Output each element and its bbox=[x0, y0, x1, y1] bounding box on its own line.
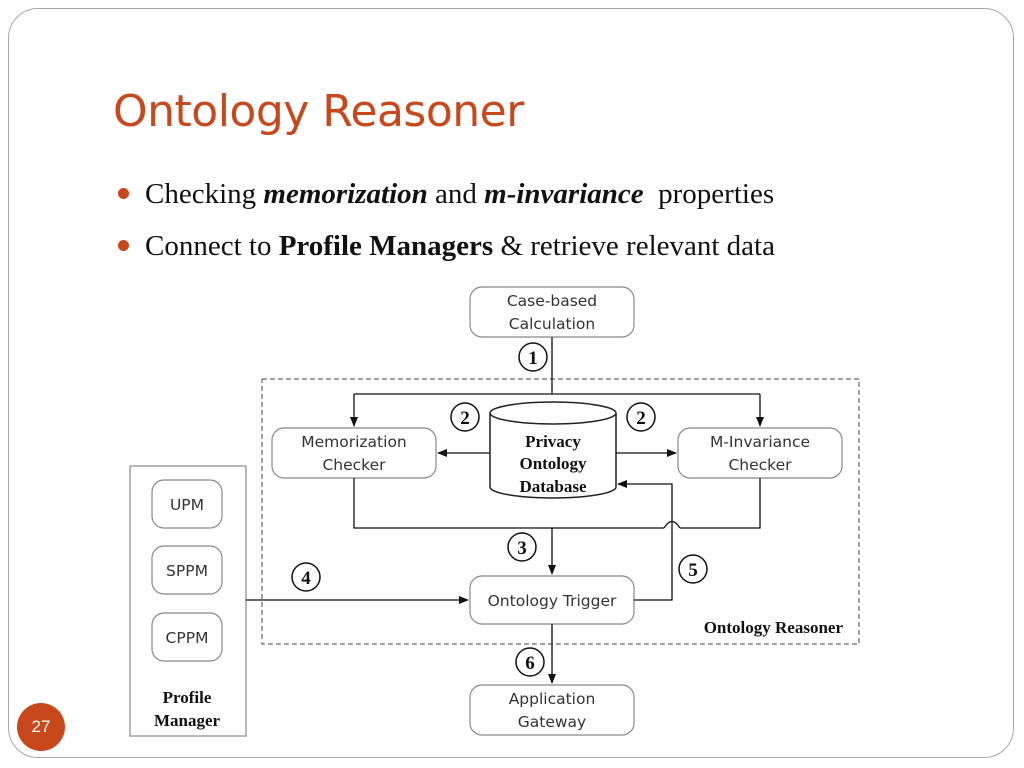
node-label: Privacy bbox=[525, 432, 581, 451]
connector-line bbox=[680, 478, 761, 529]
node-label: Checker bbox=[728, 456, 792, 474]
profile-item-sppm: SPPM bbox=[151, 545, 223, 595]
step-badge-2-left: 2 bbox=[450, 402, 480, 432]
privacy-ontology-database-node: Privacy Ontology Database bbox=[489, 401, 617, 499]
step-number: 2 bbox=[460, 408, 470, 429]
case-based-calculation-node: Case-based Calculation bbox=[469, 286, 635, 338]
node-label: M-Invariance bbox=[710, 433, 810, 451]
node-label: Gateway bbox=[518, 713, 586, 731]
bullet-emphasis: memorization bbox=[263, 178, 428, 210]
bullet-text: properties bbox=[643, 178, 775, 210]
reasoner-container bbox=[261, 378, 860, 645]
step-number: 1 bbox=[528, 348, 538, 369]
connector-line bbox=[353, 478, 664, 529]
node-label: Ontology Trigger bbox=[488, 592, 617, 610]
step-number: 3 bbox=[517, 538, 527, 559]
connectors bbox=[246, 337, 764, 684]
step-badge-5: 5 bbox=[678, 554, 708, 584]
node-label: Application bbox=[509, 690, 596, 708]
bullet-item: Connect to Profile Managers & retrieve r… bbox=[118, 220, 775, 272]
step-number: 2 bbox=[636, 408, 646, 429]
bullet-text: Checking bbox=[145, 178, 264, 210]
step-badge-3: 3 bbox=[507, 532, 537, 562]
bullet-item: Checking memorization and m-invariance p… bbox=[118, 168, 775, 220]
reasoner-label: Ontology Reasoner bbox=[704, 618, 844, 637]
profile-item-upm: UPM bbox=[151, 479, 223, 529]
step-number: 6 bbox=[525, 653, 535, 674]
bullet-emphasis: m-invariance bbox=[484, 178, 644, 210]
step-badge-4: 4 bbox=[291, 562, 321, 592]
profile-item-label: UPM bbox=[170, 496, 204, 514]
memorization-checker-node: Memorization Checker bbox=[271, 427, 437, 479]
profile-manager-label: Manager bbox=[154, 711, 221, 730]
node-label: Checker bbox=[322, 456, 386, 474]
slide-number-badge: 27 bbox=[17, 703, 65, 751]
node-label: Database bbox=[519, 477, 587, 496]
step-number: 5 bbox=[688, 560, 698, 581]
bullet-text: & retrieve relevant data bbox=[493, 230, 775, 262]
node-label: Ontology bbox=[519, 454, 587, 473]
step-badge-6: 6 bbox=[515, 647, 545, 677]
connector-arrow bbox=[617, 480, 673, 601]
slide-frame bbox=[8, 8, 1014, 758]
step-badge-2-right: 2 bbox=[626, 402, 656, 432]
profile-item-cppm: CPPM bbox=[151, 612, 223, 662]
bullet-strong: Profile Managers bbox=[278, 230, 494, 262]
m-invariance-checker-node: M-Invariance Checker bbox=[677, 427, 843, 479]
step-badge-1: 1 bbox=[518, 342, 548, 372]
application-gateway-node: Application Gateway bbox=[469, 684, 635, 736]
step-number: 4 bbox=[301, 568, 311, 589]
profile-item-label: CPPM bbox=[166, 629, 209, 647]
node-label: Case-based bbox=[507, 292, 597, 310]
node-label: Calculation bbox=[509, 315, 595, 333]
ontology-trigger-node: Ontology Trigger bbox=[469, 575, 635, 625]
node-label: Memorization bbox=[301, 433, 407, 451]
bullet-text: Connect to bbox=[145, 230, 279, 262]
profile-item-label: SPPM bbox=[166, 562, 208, 580]
bullet-list: Checking memorization and m-invariance p… bbox=[118, 168, 775, 272]
bullet-text: and bbox=[427, 178, 485, 210]
profile-manager-label: Profile bbox=[163, 688, 212, 707]
slide-title: Ontology Reasoner bbox=[113, 86, 524, 137]
